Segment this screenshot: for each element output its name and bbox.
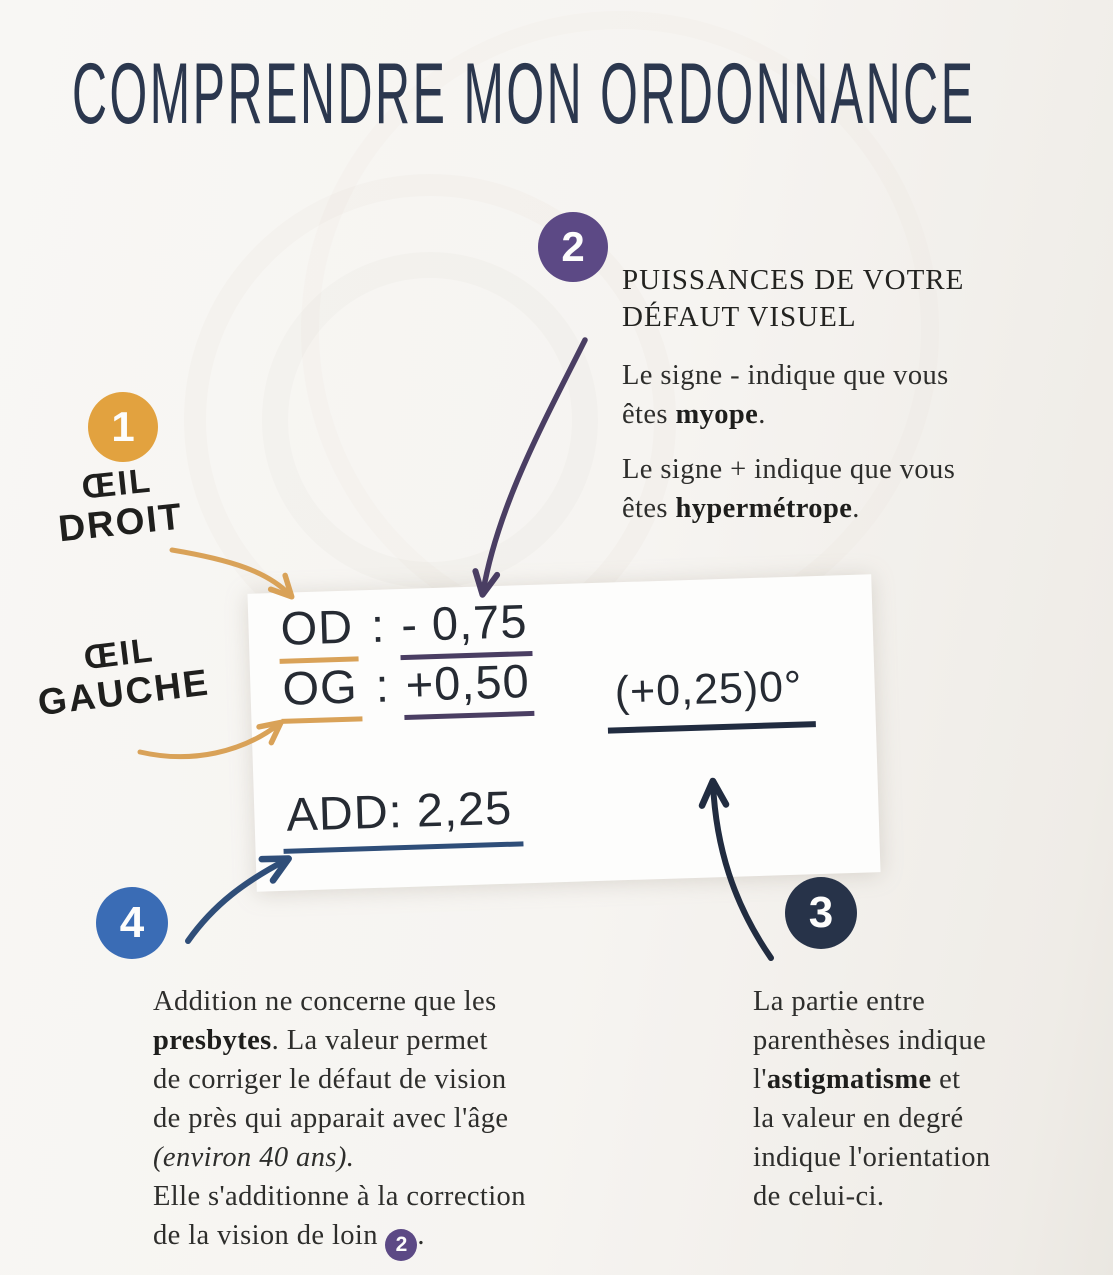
- powers-p2-line2: êtes hypermétrope.: [622, 489, 955, 528]
- powers-text: Le signe - indique que vous êtes myope. …: [622, 356, 955, 544]
- cylinder-value: (+0,25)0°: [605, 662, 816, 734]
- od-label: OD: [277, 598, 359, 664]
- page-title: COMPRENDRE MON ORDONNANCE: [72, 45, 976, 143]
- powers-heading-line2: DÉFAUT VISUEL: [622, 301, 857, 333]
- astigmatism-note-line6: de celui-ci.: [753, 1181, 885, 1212]
- powers-keyword-hypermetrope: hypermétrope: [675, 493, 853, 524]
- marker-1-number: 1: [111, 403, 135, 450]
- astigmatism-note-line1: La partie entre: [753, 986, 926, 1017]
- astigmatism-note-line5: indique l'orientation: [753, 1142, 991, 1173]
- arrow-marker2-to-value-icon: [472, 337, 588, 598]
- addition-note-line3: de corriger le défaut de vision: [153, 1064, 507, 1095]
- astigmatism-note-line3-pre: l': [753, 1064, 767, 1095]
- powers-p2-line2-pre: êtes: [622, 493, 676, 524]
- powers-p1-line2-pre: êtes: [622, 399, 676, 430]
- addition-note-line2-rest: . La valeur permet: [271, 1025, 488, 1056]
- powers-p2-line2-end: .: [852, 493, 860, 524]
- powers-p1-line1: Le signe - indique que vous: [622, 360, 949, 391]
- addition-note-line4: de près qui apparait avec l'âge: [153, 1103, 509, 1134]
- og-label: OG: [279, 658, 363, 724]
- og-line: OG : +0,50: [279, 652, 535, 724]
- astigmatism-note: La partie entre parenthèses indique l'as…: [753, 982, 1093, 1216]
- og-colon: :: [360, 658, 405, 713]
- od-colon: :: [356, 598, 401, 653]
- marker-2-badge: 2: [538, 212, 608, 282]
- powers-p1-line2-end: .: [758, 399, 766, 430]
- powers-heading-line1: PUISSANCES DE VOTRE: [622, 264, 965, 296]
- astigmatism-note-line3: l'astigmatisme et: [753, 1060, 1093, 1099]
- label-left-eye: ŒIL GAUCHE: [30, 626, 213, 725]
- addition-note-line5: (environ 40 ans).: [153, 1138, 653, 1177]
- marker-4-badge: 4: [96, 887, 168, 959]
- powers-keyword-myope: myope: [675, 399, 759, 430]
- addition-note-line6: Elle s'additionne à la correction: [153, 1181, 526, 1212]
- od-value: - 0,75: [398, 592, 533, 661]
- inline-marker-2-badge: 2: [385, 1228, 418, 1261]
- marker-4-number: 4: [119, 898, 145, 947]
- marker-2-number: 2: [561, 223, 585, 270]
- label-right-eye: ŒIL DROIT: [40, 458, 197, 551]
- powers-p2-line1: Le signe + indique que vous: [622, 454, 956, 485]
- arrow-right-eye-to-od-icon: [169, 547, 295, 600]
- powers-p1-line2: êtes myope.: [622, 395, 955, 434]
- astigmatism-note-line3-end: et: [931, 1064, 961, 1095]
- powers-paragraph-minus: Le signe - indique que vous êtes myope.: [622, 356, 955, 434]
- keyword-astigmatisme: astigmatisme: [766, 1064, 932, 1095]
- addition-note-line1: Addition ne concerne que les: [153, 986, 497, 1017]
- marker-1-badge: 1: [88, 392, 158, 462]
- astigmatism-note-line4: la valeur en degré: [753, 1103, 964, 1134]
- addition-note-line7: de la vision de loin 2.: [153, 1216, 653, 1261]
- marker-3-badge: 3: [785, 877, 857, 949]
- marker-3-number: 3: [808, 888, 834, 937]
- add-value: ADD: 2,25: [281, 779, 524, 854]
- powers-paragraph-plus: Le signe + indique que vous êtes hypermé…: [622, 450, 955, 528]
- addition-note-line7-end: .: [417, 1220, 425, 1251]
- powers-heading: PUISSANCES DE VOTRE DÉFAUT VISUEL: [622, 262, 964, 336]
- astigmatism-note-line2: parenthèses indique: [753, 1025, 987, 1056]
- keyword-presbytes: presbytes: [153, 1025, 272, 1056]
- og-value: +0,50: [402, 652, 535, 720]
- prescription-card: OD : - 0,75 OG : +0,50 (+0,25)0° ADD: 2,…: [247, 574, 881, 892]
- addition-note-line7-pre: de la vision de loin: [153, 1220, 386, 1251]
- addition-note-line2: presbytes. La valeur permet: [153, 1021, 653, 1060]
- addition-note: Addition ne concerne que les presbytes. …: [153, 982, 653, 1261]
- addition-note-age: (environ 40 ans).: [153, 1142, 355, 1173]
